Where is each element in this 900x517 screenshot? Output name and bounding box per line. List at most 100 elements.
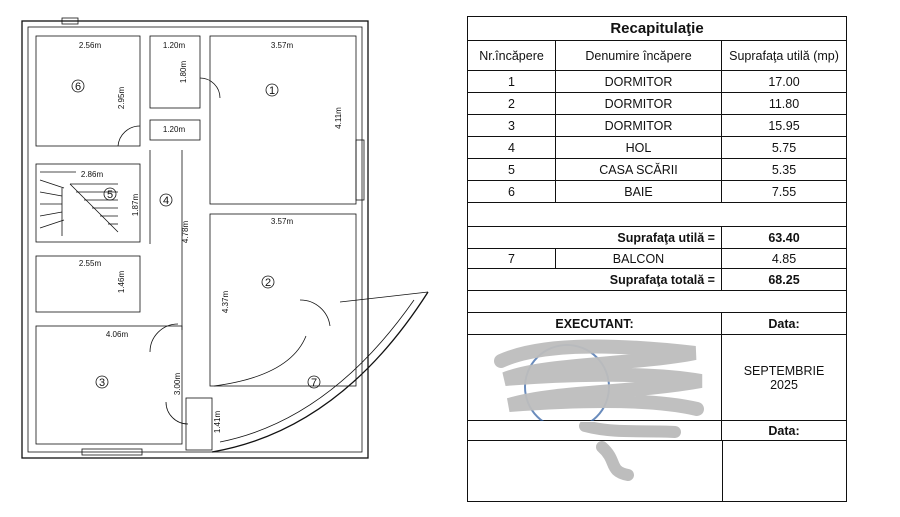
outer-wall xyxy=(21,20,369,459)
svg-text:3: 3 xyxy=(99,377,105,389)
row-nr: 3 xyxy=(468,115,556,136)
executant-label: EXECUTANT: xyxy=(468,313,722,334)
stairs xyxy=(39,171,119,236)
dim-text: 3.57m xyxy=(271,41,294,50)
table-row: 2 DORMITOR 11.80 xyxy=(468,93,846,115)
row-nr: 2 xyxy=(468,93,556,114)
redacted-scribble-2 xyxy=(578,421,681,438)
table-row: 3 DORMITOR 15.95 xyxy=(468,115,846,137)
window-right xyxy=(355,139,365,201)
room-number-7: 7 xyxy=(307,375,321,389)
floor-plan: 2.56m 1.20m 3.57m 2.95m 1.80m 4.11m 1.20… xyxy=(21,17,429,459)
empty-cell xyxy=(468,421,722,440)
room-number-6: 6 xyxy=(71,79,85,93)
svg-text:5: 5 xyxy=(107,189,113,201)
row-area: 7.55 xyxy=(771,184,797,199)
balcony-name: BALCON xyxy=(556,249,722,268)
table-row: 4 HOL 5.75 xyxy=(468,137,846,159)
wc-outline xyxy=(149,35,201,109)
svg-text:1: 1 xyxy=(269,85,275,97)
balcony-nr: 7 xyxy=(468,249,556,268)
useful-value: 63.40 xyxy=(768,230,800,245)
header-area: Suprafaţa utilă (mp) xyxy=(729,48,839,63)
row-nr: 6 xyxy=(468,181,556,202)
room-2-outline xyxy=(209,213,357,387)
row-name: DORMITOR xyxy=(556,115,722,136)
balcony-door-arc xyxy=(213,335,307,387)
entrance-vestibule xyxy=(185,397,213,451)
dim-text: 3.57m xyxy=(271,217,294,226)
recap-header-row: Nr.încăpere Denumire încăpere Suprafaţa … xyxy=(468,41,846,71)
window-bottom xyxy=(81,448,143,456)
row-name: DORMITOR xyxy=(556,93,722,114)
room-number-1: 1 xyxy=(265,83,279,97)
svg-text:6: 6 xyxy=(75,81,81,93)
table-row: 5 CASA SCĂRII 5.35 xyxy=(468,159,846,181)
dim-text: 1.87m xyxy=(131,194,140,217)
dim-text: 1.20m xyxy=(163,41,186,50)
dim-text: 3.00m xyxy=(173,373,182,396)
dim-text: 4.11m xyxy=(334,107,343,129)
total-value: 68.25 xyxy=(768,272,800,287)
storage-outline xyxy=(35,255,141,313)
redacted-scribble-3 xyxy=(596,441,634,481)
row-area: 17.00 xyxy=(768,74,800,89)
balcony-edge xyxy=(339,291,429,303)
balcony-area: 4.85 xyxy=(771,251,797,266)
row-nr: 5 xyxy=(468,159,556,180)
room-1-outline xyxy=(209,35,357,205)
row-name: BAIE xyxy=(556,181,722,202)
room-3-outline xyxy=(35,325,183,445)
balcony-outer-arc xyxy=(211,291,429,453)
spacer-row xyxy=(468,203,846,227)
recap-title: Recapitulaţie xyxy=(610,20,704,37)
row-area: 15.95 xyxy=(768,118,800,133)
row-nr: 1 xyxy=(468,71,556,92)
executant-header-row: EXECUTANT: Data: xyxy=(468,313,846,335)
dim-text: 2.55m xyxy=(79,259,102,268)
row-name: CASA SCĂRII xyxy=(556,159,722,180)
recap-table: Recapitulaţie Nr.încăpere Denumire încăp… xyxy=(467,16,847,502)
door-swing-balcony xyxy=(299,299,331,327)
row-nr: 4 xyxy=(468,137,556,158)
row-area: 5.75 xyxy=(771,140,797,155)
row-area: 5.35 xyxy=(771,162,797,177)
svg-text:2: 2 xyxy=(265,277,271,289)
dim-text: 1.46m xyxy=(117,271,126,294)
dim-text: 1.20m xyxy=(163,125,186,134)
spacer-row-2 xyxy=(468,291,846,313)
date-value: SEPTEMBRIE 2025 xyxy=(722,335,846,420)
door-swing-entrance xyxy=(165,401,189,425)
room-number-4: 4 xyxy=(159,193,173,207)
dim-text: 4.06m xyxy=(106,330,129,339)
dim-text: 2.86m xyxy=(81,170,104,179)
dim-text: 2.95m xyxy=(117,87,126,110)
room-5-outline xyxy=(35,163,141,243)
header-nr: Nr.încăpere xyxy=(468,41,556,70)
grand-total-row: Suprafaţa totală = 68.25 xyxy=(468,269,846,291)
inner-wall-line xyxy=(27,26,363,453)
total-label: Suprafaţa totală = xyxy=(468,269,722,290)
useful-total-row: Suprafaţa utilă = 63.40 xyxy=(468,227,846,249)
signature-row xyxy=(468,441,846,501)
room-6-outline xyxy=(35,35,141,147)
redacted-stamp xyxy=(468,335,722,421)
dim-text: 4.78m xyxy=(181,221,190,244)
header-name: Denumire încăpere xyxy=(556,41,722,70)
table-row: 6 BAIE 7.55 xyxy=(468,181,846,203)
date-year: 2025 xyxy=(770,377,798,392)
row-name: DORMITOR xyxy=(556,71,722,92)
row-area: 11.80 xyxy=(768,96,800,111)
dim-text: 1.41m xyxy=(213,411,222,434)
row-name: HOL xyxy=(556,137,722,158)
date-month: SEPTEMBRIE xyxy=(743,363,825,378)
svg-text:7: 7 xyxy=(311,377,317,389)
window-top xyxy=(61,17,79,25)
door-swing-wc xyxy=(199,77,221,99)
redacted-scribble xyxy=(493,338,704,421)
date-label: Data: xyxy=(768,316,800,331)
balcony-row: 7 BALCON 4.85 xyxy=(468,249,846,269)
dim-text: 1.80m xyxy=(179,61,188,84)
useful-label: Suprafaţa utilă = xyxy=(468,227,722,248)
balcony-inner-arc xyxy=(219,299,415,443)
